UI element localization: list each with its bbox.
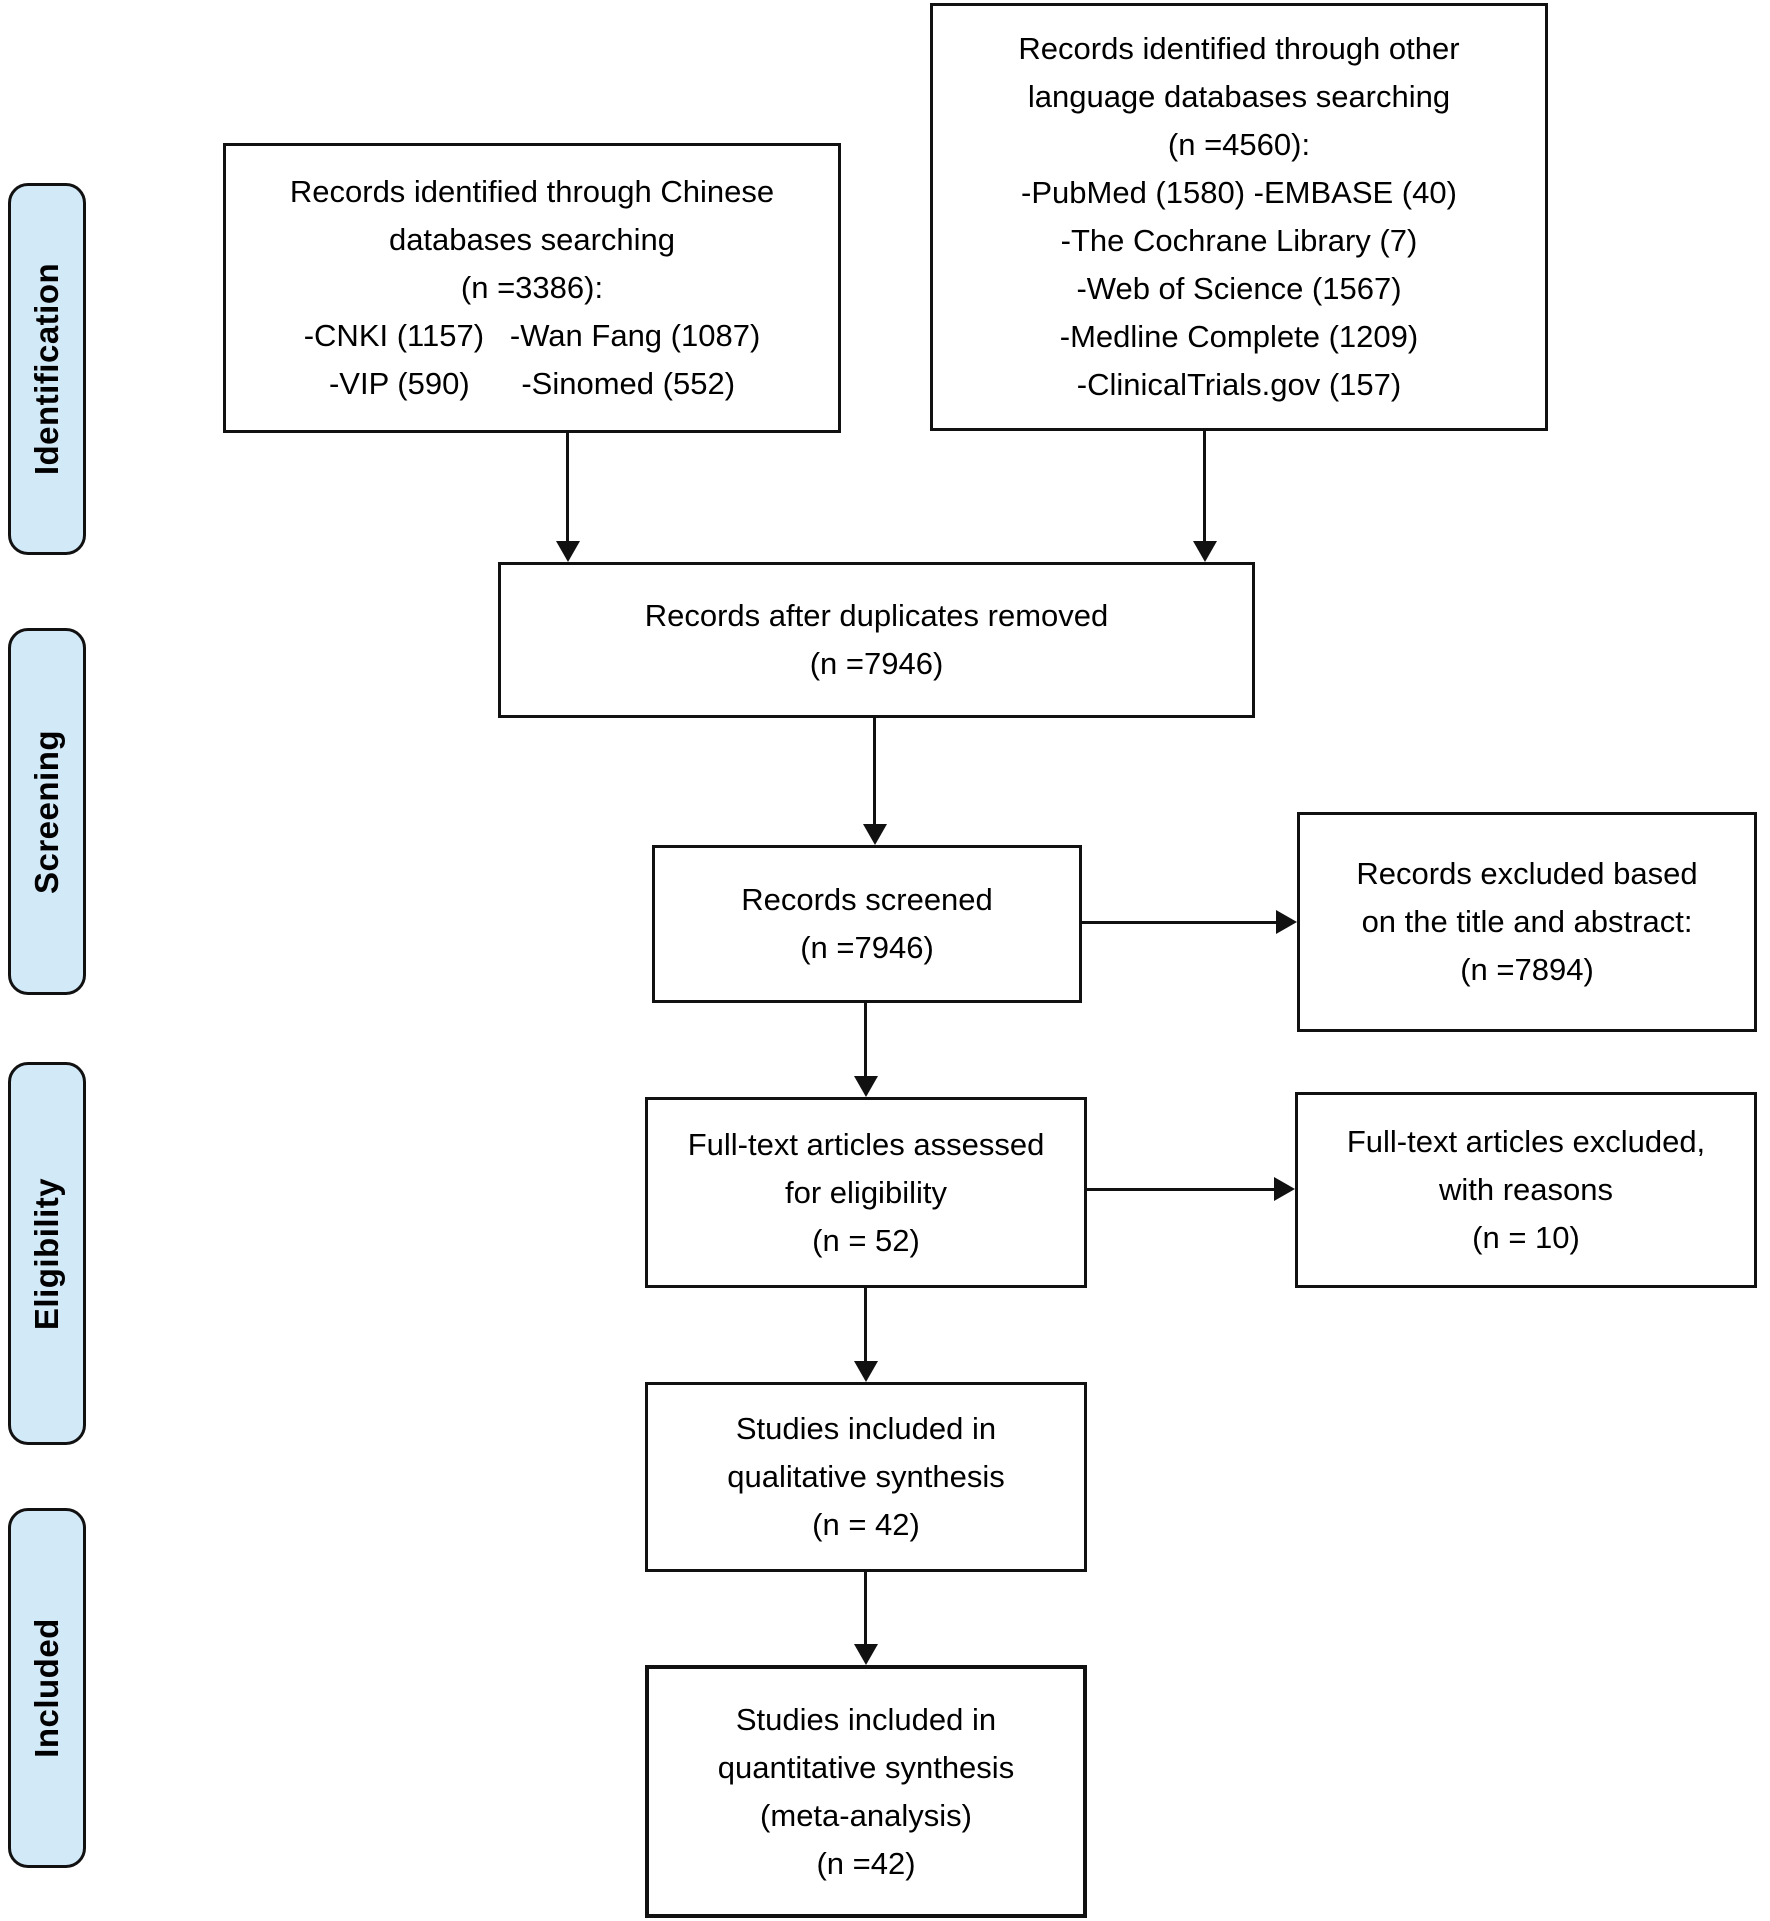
arrow-chinese-to-duplicates-line <box>566 433 569 541</box>
box-fulltext-excluded: Full-text articles excluded, with reason… <box>1295 1092 1757 1288</box>
box-records-excluded-text: Records excluded based on the title and … <box>1356 856 1698 987</box>
arrow-screened-to-excluded-line <box>1082 921 1276 924</box>
arrow-fulltext-to-qualitative-line <box>864 1288 867 1361</box>
arrow-screened-to-fulltext-line <box>864 1003 867 1076</box>
arrow-screened-to-fulltext-head-icon <box>854 1076 878 1097</box>
box-fulltext-assessed: Full-text articles assessed for eligibil… <box>645 1097 1087 1288</box>
box-quantitative-synthesis: Studies included in quantitative synthes… <box>645 1665 1087 1918</box>
box-qualitative-synthesis-text: Studies included in qualitative synthesi… <box>727 1411 1005 1542</box>
box-records-screened: Records screened (n =7946) <box>652 845 1082 1003</box>
stage-eligibility: Eligibility <box>8 1062 86 1445</box>
box-qualitative-synthesis: Studies included in qualitative synthesi… <box>645 1382 1087 1572</box>
box-fulltext-excluded-text: Full-text articles excluded, with reason… <box>1346 1124 1706 1255</box>
box-records-screened-text: Records screened (n =7946) <box>741 882 993 965</box>
arrow-duplicates-to-screened-line <box>873 718 876 824</box>
stage-screening: Screening <box>8 628 86 995</box>
box-fulltext-assessed-text: Full-text articles assessed for eligibil… <box>687 1126 1045 1258</box>
stage-included-label: Included <box>28 1618 65 1758</box>
arrow-fulltext-to-qualitative-head-icon <box>854 1361 878 1382</box>
arrow-screened-to-excluded-head-icon <box>1276 910 1297 934</box>
arrow-duplicates-to-screened-head-icon <box>863 824 887 845</box>
box-records-excluded: Records excluded based on the title and … <box>1297 812 1757 1032</box>
stage-identification-label: Identification <box>28 262 65 476</box>
stage-identification: Identification <box>8 183 86 555</box>
arrow-fulltext-to-excluded-head-icon <box>1274 1177 1295 1201</box>
box-other-databases-text: Records identified through other languag… <box>1018 31 1460 402</box>
arrow-other-to-duplicates-head-icon <box>1193 541 1217 562</box>
stage-eligibility-label: Eligibility <box>28 1177 65 1330</box>
arrow-qualitative-to-quantitative-head-icon <box>854 1644 878 1665</box>
box-chinese-databases: Records identified through Chinese datab… <box>223 143 841 433</box>
box-duplicates-removed: Records after duplicates removed (n =794… <box>498 562 1255 718</box>
box-other-databases: Records identified through other languag… <box>930 3 1548 431</box>
box-quantitative-synthesis-text: Studies included in quantitative synthes… <box>717 1701 1015 1881</box>
arrow-other-to-duplicates-line <box>1203 431 1206 541</box>
box-duplicates-removed-text: Records after duplicates removed (n =794… <box>644 598 1109 681</box>
arrow-fulltext-to-excluded-line <box>1087 1188 1274 1191</box>
box-chinese-databases-text: Records identified through Chinese datab… <box>289 174 775 401</box>
arrow-qualitative-to-quantitative-line <box>864 1572 867 1644</box>
arrow-chinese-to-duplicates-head-icon <box>556 541 580 562</box>
stage-screening-label: Screening <box>28 729 65 894</box>
stage-included: Included <box>8 1508 86 1868</box>
